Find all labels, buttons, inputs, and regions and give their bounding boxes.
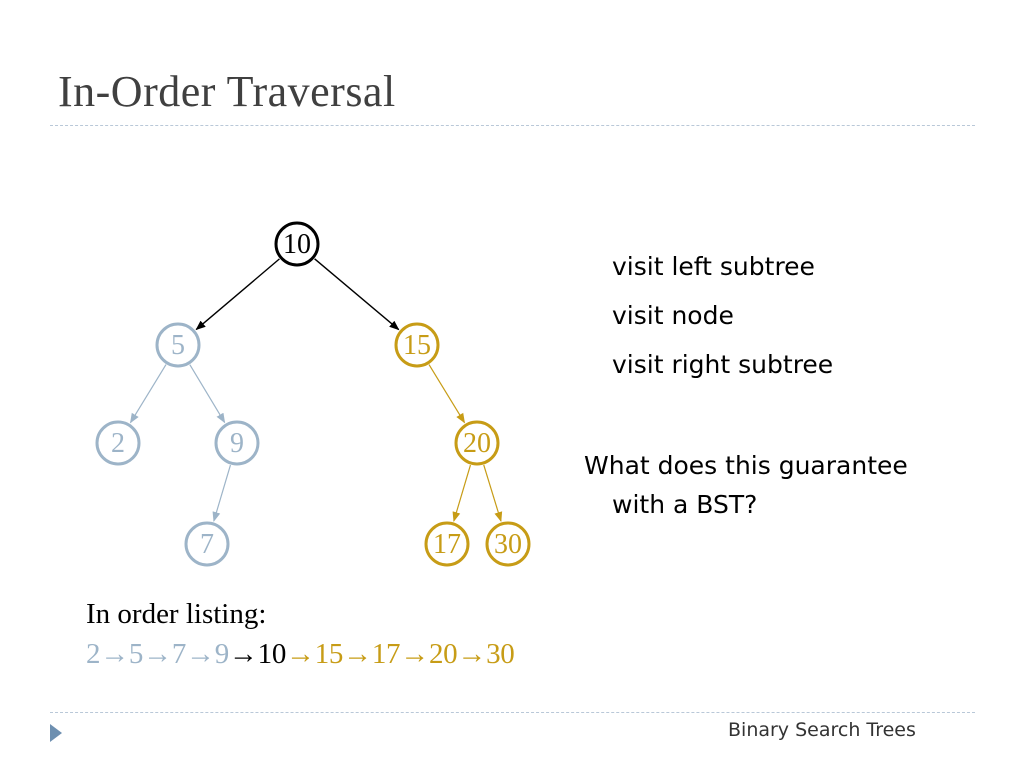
listing-value-9: 9	[214, 638, 230, 670]
listing-value-15: 15	[314, 638, 344, 670]
listing-value-10: 10	[257, 638, 287, 670]
step-visit-left: visit left subtree	[612, 252, 815, 281]
tree-node-circle	[424, 521, 470, 567]
tree-node-label: 2	[111, 428, 125, 459]
slide-title: In-Order Traversal	[58, 67, 396, 116]
footer-label: Binary Search Trees	[728, 719, 916, 741]
listing-arrow-icon: →	[186, 638, 215, 670]
step-visit-node: visit node	[612, 301, 734, 330]
tree-node-9: 9	[214, 420, 260, 466]
tree-node-circle	[214, 420, 260, 466]
tree-node-label: 17	[433, 529, 461, 560]
tree-node-label: 7	[200, 529, 214, 560]
tree-edge-9-7	[212, 464, 232, 522]
question-line-1: What does this guarantee	[584, 451, 908, 480]
triangle-bullet-icon	[50, 724, 62, 742]
tree-node-label: 9	[230, 428, 244, 459]
tree-node-label: 5	[171, 330, 185, 361]
tree-node-30: 30	[485, 521, 531, 567]
question-line-2: with a BST?	[612, 490, 758, 519]
step-visit-right: visit right subtree	[612, 350, 834, 379]
tree-node-circle	[454, 420, 500, 466]
listing-arrow-icon: →	[457, 638, 487, 670]
tree-node-7: 7	[184, 521, 230, 567]
tree-edge-10-5	[195, 258, 280, 331]
tree-edge-20-30	[483, 464, 503, 523]
tree-node-circle	[184, 521, 230, 567]
tree-node-label: 10	[283, 229, 311, 260]
listing-arrow-icon: →	[228, 638, 258, 670]
title-divider	[50, 125, 975, 126]
listing-value-17: 17	[371, 638, 401, 670]
listing-label: In order listing:	[86, 598, 267, 630]
listing-value-20: 20	[428, 638, 458, 670]
listing-value-2: 2	[86, 638, 101, 670]
question: What does this guarantee with a BST?	[584, 446, 984, 524]
listing-arrow-icon: →	[100, 638, 129, 670]
listing-arrow-icon: →	[343, 638, 372, 670]
tree-node-label: 15	[403, 330, 431, 361]
tree-node-15: 15	[394, 322, 440, 368]
listing-arrow-icon: →	[286, 638, 315, 670]
tree-node-label: 30	[494, 529, 522, 560]
tree-node-17: 17	[424, 521, 470, 567]
footer-divider	[50, 712, 975, 713]
listing-value-30: 30	[486, 638, 515, 670]
tree-edge-20-17	[452, 464, 472, 522]
tree-node-20: 20	[454, 420, 500, 466]
listing-value-7: 7	[171, 638, 187, 670]
tree-edge-5-2	[130, 364, 167, 424]
binary-search-tree: 10 5 15 2 9 20 7 17 30	[95, 221, 531, 567]
tree-node-circle	[274, 221, 320, 267]
tree-edge-10-15	[314, 258, 400, 331]
tree-node-2: 2	[95, 420, 141, 466]
tree-edge-5-9	[189, 364, 226, 424]
in-order-listing: 2→5→7→9→10→15→17→20→30	[86, 638, 515, 671]
tree-node-circle	[485, 521, 531, 567]
tree-node-circle	[394, 322, 440, 368]
tree-node-label: 20	[463, 428, 491, 459]
tree-node-5: 5	[155, 322, 201, 368]
listing-value-5: 5	[128, 638, 144, 670]
tree-edge-15-20	[428, 364, 465, 424]
traversal-steps: visit left subtree visit node visit righ…	[612, 248, 833, 395]
tree-node-10: 10	[274, 221, 320, 267]
listing-arrow-icon: →	[143, 638, 172, 670]
listing-arrow-icon: →	[400, 638, 429, 670]
tree-node-circle	[95, 420, 141, 466]
tree-node-circle	[155, 322, 201, 368]
